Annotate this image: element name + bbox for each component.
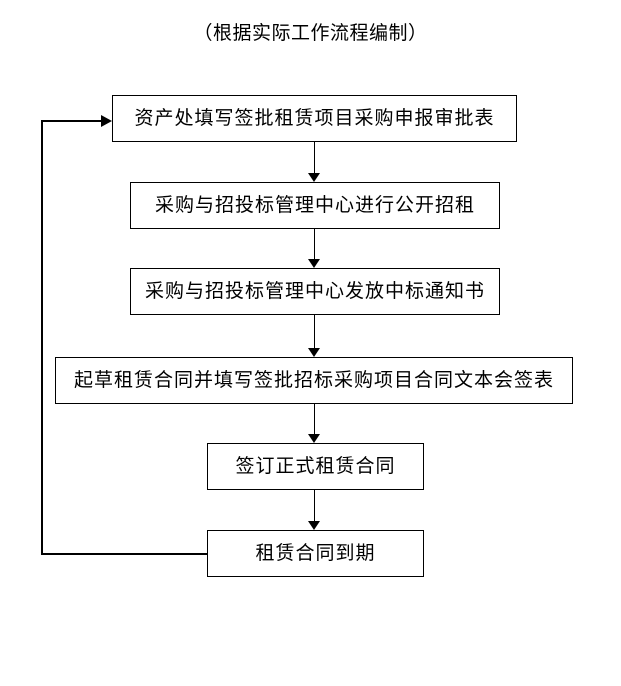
node-label: 租赁合同到期 [255,543,376,564]
connector-line-3-to-4 [314,315,315,349]
node-label: 起草租赁合同并填写签批招标采购项目合同文本会签表 [73,370,554,391]
node-label: 采购与招投标管理中心进行公开招租 [154,195,475,216]
process-box-public-tender[interactable]: 采购与招投标管理中心进行公开招租 [130,182,500,229]
connector-line-5-to-6 [314,490,315,522]
process-box-draft-contract-signoff[interactable]: 起草租赁合同并填写签批招标采购项目合同文本会签表 [55,357,573,404]
process-box-asset-dept-approval-form[interactable]: 资产处填写签批租赁项目采购申报审批表 [112,95,517,142]
feedback-loop-left-segment [41,120,43,555]
process-box-sign-formal-lease[interactable]: 签订正式租赁合同 [207,443,424,490]
arrow-down-icon-3 [308,348,320,357]
arrow-down-icon-4 [308,434,320,443]
node-label: 采购与招投标管理中心发放中标通知书 [144,281,485,302]
arrow-down-icon-2 [308,259,320,268]
process-box-lease-expiry[interactable]: 租赁合同到期 [207,530,424,577]
diagram-title: （根据实际工作流程编制） [193,23,428,44]
connector-line-4-to-5 [314,404,315,435]
connector-line-2-to-3 [314,229,315,260]
node-label: 资产处填写签批租赁项目采购申报审批表 [134,108,495,129]
process-box-issue-award-notice[interactable]: 采购与招投标管理中心发放中标通知书 [130,268,500,315]
arrow-down-icon-5 [308,521,320,530]
node-label: 签订正式租赁合同 [235,456,396,477]
arrow-down-icon-1 [308,173,320,182]
feedback-loop-top-segment [41,120,103,122]
arrow-right-icon-feedback [101,114,112,127]
feedback-loop-bottom-segment [41,553,207,555]
connector-line-1-to-2 [314,142,315,174]
